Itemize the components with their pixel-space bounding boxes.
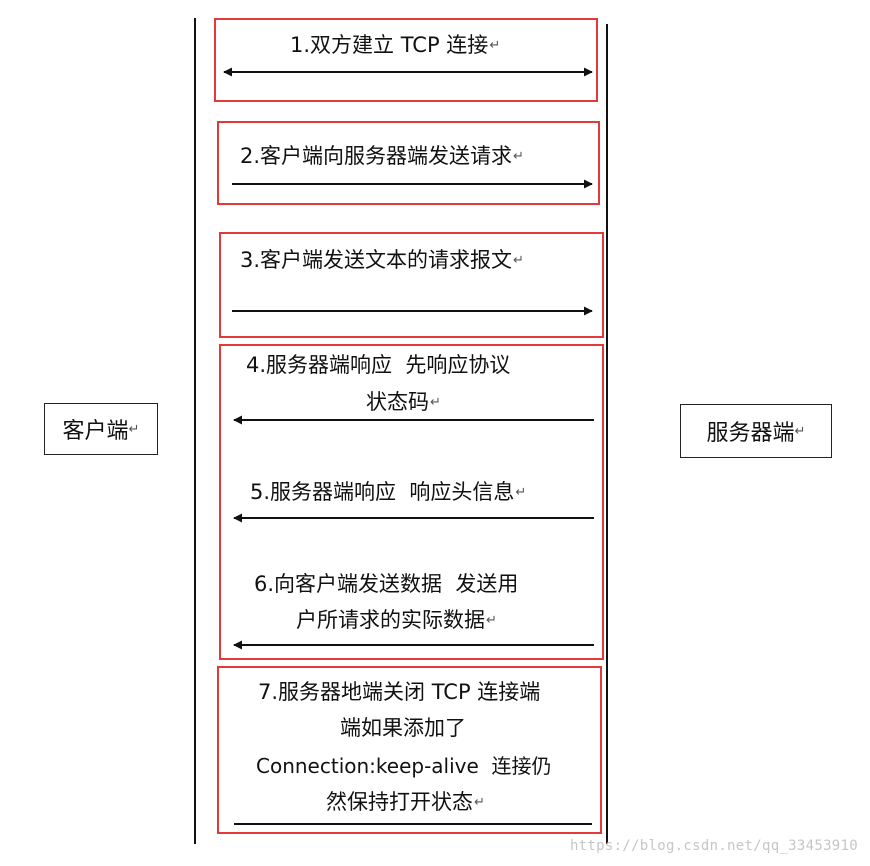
server-lifeline xyxy=(606,24,608,844)
client-node: 客户端↵ xyxy=(44,403,158,455)
step-3-label: 3.客户端发送文本的请求报文↵ xyxy=(240,248,524,272)
watermark: https://blog.csdn.net/qq_33453910 xyxy=(569,838,858,854)
step-6-label-line-2: 户所请求的实际数据↵ xyxy=(296,608,497,632)
step-2-box xyxy=(217,121,600,205)
step-4-label-line-1: 4.服务器端响应 先响应协议 xyxy=(246,353,511,377)
step-7-label-line-3: Connection:keep-alive 连接仍 xyxy=(256,754,552,778)
step-7-label-line-4: 然保持打开状态↵ xyxy=(326,790,485,814)
step-1-label: 1.双方建立 TCP 连接↵ xyxy=(290,33,501,57)
step-4-label-line-2: 状态码↵ xyxy=(366,390,441,414)
server-node-label: 服务器端 xyxy=(706,421,795,446)
step-7-box xyxy=(217,666,602,834)
step-3-box xyxy=(219,232,604,338)
step-7-label-line-2: 端如果添加了 xyxy=(340,716,466,740)
step-4-6-box xyxy=(219,344,604,660)
step-6-label-line-1: 6.向客户端发送数据 发送用 xyxy=(254,572,519,596)
step-7-label-line-1: 7.服务器地端关闭 TCP 连接端 xyxy=(258,680,541,704)
step-5-label: 5.服务器端响应 响应头信息↵ xyxy=(250,480,527,504)
step-2-label: 2.客户端向服务器端发送请求↵ xyxy=(240,144,524,168)
client-node-label: 客户端 xyxy=(62,419,129,444)
client-lifeline xyxy=(194,18,196,844)
step-1-box xyxy=(214,18,598,102)
server-node: 服务器端↵ xyxy=(680,404,832,458)
